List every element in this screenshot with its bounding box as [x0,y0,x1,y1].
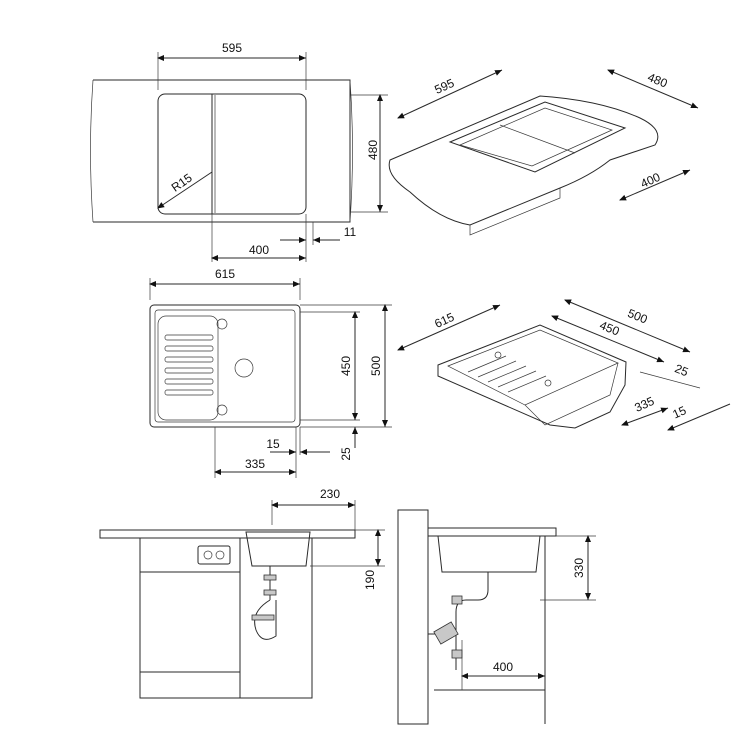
sink-bowl-side [437,535,541,573]
mid-dim-label-width: 615 [215,267,235,281]
iso-dim-label-bowl: 400 [638,170,662,191]
mid-iso-dim-label-drain-offset: 335 [632,394,656,415]
iso-dim-label-width: 595 [432,76,456,97]
mid-dim-label-outer: 500 [369,356,383,376]
dim-line-radius [157,171,213,209]
mid-dim-label-drain-edge: 15 [266,437,280,451]
top-plan-view: 595 480 R15 400 11 [90,41,388,262]
mid-iso-dim-label-inner: 450 [598,318,622,339]
drainer-grooves [164,334,214,396]
iso-drainer-grooves [467,355,547,393]
mid-iso-view: 615 500 450 25 335 15 [397,299,731,431]
mid-dim-label-drain-offset: 335 [245,457,265,471]
mid-dim-label-inner: 450 [339,356,353,376]
drain-pipe-side [455,572,489,670]
mid-plan-view: 615 450 500 25 15 335 [149,267,392,478]
mid-iso-dim-label-rim: 25 [673,361,691,379]
drain-hole [234,358,254,378]
sink-bowl-section [245,531,311,567]
side-dim-label-trap-offset: 400 [493,660,513,674]
front-dim-label-drain-pos: 230 [320,487,340,501]
top-iso-view: 595 480 400 [388,69,699,236]
dim-label-width: 595 [222,41,242,55]
dim-label-edge: 11 [344,225,357,239]
dim-label-depth: 480 [366,140,380,160]
dim-label-bowl-offset: 400 [249,243,269,257]
wall-section [397,509,429,725]
mid-iso-dim-label-drain-edge: 15 [670,403,688,421]
mid-iso-dim-label-outer: 500 [626,306,650,327]
front-dim-label-bowl-depth: 190 [363,570,377,590]
side-dim-label-bowl-depth: 330 [572,558,586,578]
bottom-side-section: 330 400 [397,509,596,725]
mid-dim-label-rim: 25 [339,447,353,461]
mid-iso-dim-label-width: 615 [432,310,456,331]
bottom-front-elevation: 230 190 [99,487,385,699]
sink-cutout-outline [157,93,307,215]
